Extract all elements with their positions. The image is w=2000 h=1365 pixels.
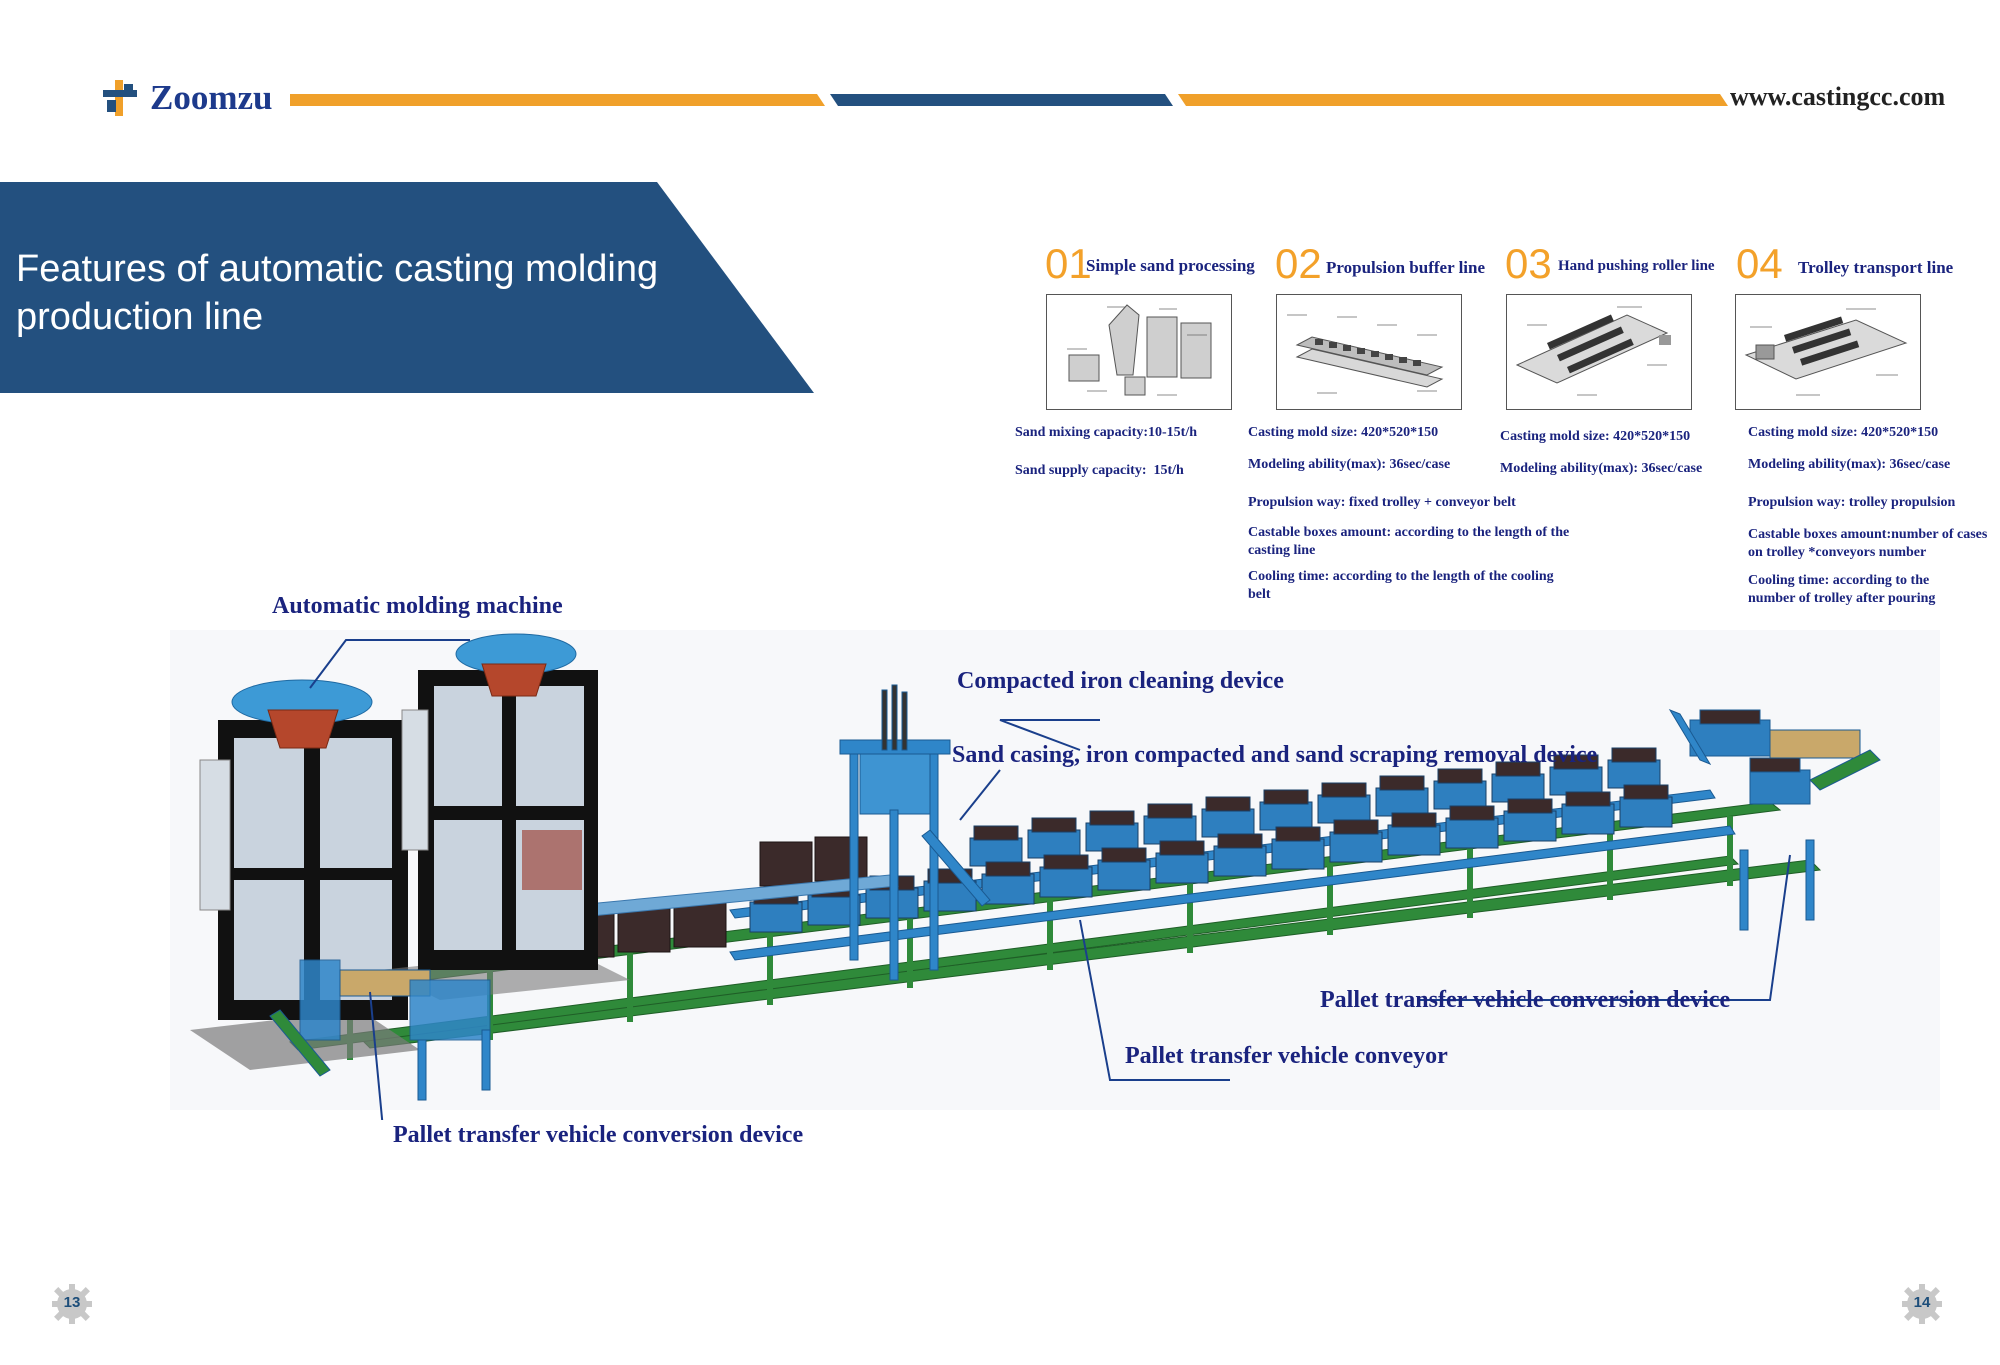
- feature-number: 02: [1275, 240, 1322, 287]
- callout-lines: [309, 639, 1791, 1120]
- production-line-illustration: [170, 630, 1940, 1120]
- page-title-line2: production line: [16, 296, 264, 338]
- spec-item: Cooling time: according to the length of…: [1248, 569, 1554, 602]
- website-url: www.castingcc.com: [1730, 82, 1946, 111]
- title-banner: [0, 182, 814, 393]
- feature-name: Simple sand processing: [1086, 256, 1255, 275]
- feature-number: 03: [1505, 240, 1552, 287]
- spec-item: Casting mold size: 420*520*150: [1500, 429, 1691, 444]
- brand-name: Zoomzu: [150, 78, 273, 117]
- molding-machine-2: [380, 633, 630, 1000]
- trolley-line-diagram: [1735, 294, 1921, 410]
- page-title: Features of automatic casting molding pr…: [16, 245, 716, 341]
- spec-item: Modeling ability(max): 36sec/case: [1500, 461, 1703, 476]
- spec-item: Casting mold size: 420*520*150: [1248, 425, 1439, 440]
- feature-03: 03: [1505, 243, 1552, 285]
- page-number-left: 13: [63, 1294, 81, 1311]
- spec-item: Propulsion way: fixed trolley + conveyor…: [1248, 495, 1516, 510]
- feature-03-specs: Casting mold size: 420*520*150 Modeling …: [1500, 428, 1750, 478]
- feature-02: 02: [1275, 243, 1322, 285]
- gear-icon: [52, 1284, 92, 1324]
- propulsion-buffer-diagram: [1276, 294, 1462, 410]
- spec-item: Cooling time: according to the number of…: [1748, 573, 1936, 606]
- feature-number: 01: [1045, 240, 1092, 287]
- cleaning-device: [839, 684, 991, 981]
- feature-04-specs: Casting mold size: 420*520*150 Modeling …: [1748, 424, 1998, 608]
- spec-item: Modeling ability(max): 36sec/case: [1248, 457, 1451, 472]
- feature-02-specs: Casting mold size: 420*520*150 Modeling …: [1248, 424, 1588, 604]
- label-scraping-device: Sand casing, iron compacted and sand scr…: [952, 742, 1598, 768]
- spec-item: Modeling ability(max): 36sec/case: [1748, 457, 1951, 472]
- gear-icon: [1902, 1284, 1942, 1324]
- spec-item: Sand mixing capacity:10-15t/h: [1015, 425, 1198, 440]
- spec-item: Castable boxes amount: according to the …: [1248, 525, 1570, 558]
- label-cleaning-device: Compacted iron cleaning device: [957, 668, 1284, 694]
- left-conversion-device: [269, 959, 491, 1101]
- feature-01-specs: Sand mixing capacity:10-15t/h Sand suppl…: [1015, 424, 1245, 480]
- label-conversion-right: Pallet transfer vehicle conversion devic…: [1320, 987, 1731, 1013]
- page-title-line1: Features of automatic casting molding: [16, 248, 659, 290]
- feature-name: Trolley transport line: [1798, 258, 1954, 277]
- feature-01: 01: [1045, 243, 1092, 285]
- header: Zoomzu www.castingcc.com: [0, 0, 2000, 130]
- sand-processing-diagram: [1046, 294, 1232, 410]
- label-molding-machine: Automatic molding machine: [272, 593, 563, 619]
- flask-row-2: [749, 784, 1673, 933]
- feature-04: 04: [1736, 243, 1783, 285]
- feature-name: Propulsion buffer line: [1326, 258, 1486, 277]
- feature-name: Hand pushing roller line: [1558, 258, 1715, 274]
- feature-number: 04: [1736, 240, 1783, 287]
- spec-item: Castable boxes amount:number of cases on…: [1748, 527, 1988, 560]
- label-conveyor: Pallet transfer vehicle conveyor: [1125, 1043, 1448, 1069]
- page-number-right: 14: [1913, 1294, 1931, 1311]
- header-stripes: [290, 94, 1728, 106]
- right-conversion-device: [1668, 708, 1881, 931]
- logo-icon: [103, 80, 137, 116]
- label-conversion-left: Pallet transfer vehicle conversion devic…: [393, 1122, 804, 1148]
- spec-item: Propulsion way: trolley propulsion: [1748, 495, 1956, 510]
- spec-item: Sand supply capacity: 15t/h: [1015, 463, 1184, 478]
- spec-item: Casting mold size: 420*520*150: [1748, 425, 1939, 440]
- roller-line-diagram: [1506, 294, 1692, 410]
